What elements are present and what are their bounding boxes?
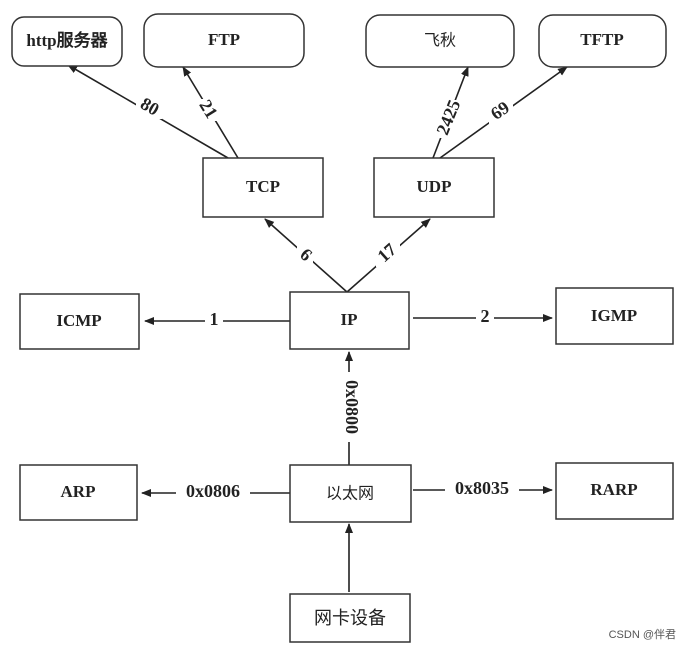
node-igmp: IGMP — [555, 287, 674, 345]
edge-label-80: 80 — [136, 93, 163, 120]
node-nic: 网卡设备 — [289, 593, 411, 643]
svg-text:0x0806: 0x0806 — [186, 481, 240, 501]
edge-label-2: 2 — [476, 306, 494, 328]
svg-text:ARP: ARP — [61, 482, 96, 501]
svg-text:1: 1 — [210, 309, 219, 329]
svg-text:IP: IP — [341, 310, 358, 329]
watermark-text: CSDN @伴君 — [609, 628, 676, 641]
node-udp: UDP — [373, 157, 495, 218]
svg-text:0x0800: 0x0800 — [342, 380, 362, 434]
edge-label-17: 17 — [373, 239, 400, 267]
edge-label-0x8035: 0x8035 — [445, 478, 519, 501]
svg-text:0x8035: 0x8035 — [455, 478, 509, 498]
node-ip: IP — [289, 291, 410, 350]
svg-text:TFTP: TFTP — [580, 30, 623, 49]
node-tftp: TFTP — [538, 14, 667, 68]
svg-text:飞秋: 飞秋 — [424, 31, 456, 50]
edge-label-0x0800: 0x0800 — [339, 372, 362, 442]
svg-text:http服务器: http服务器 — [26, 30, 108, 50]
svg-text:2: 2 — [481, 306, 490, 326]
node-ftp: FTP — [143, 13, 305, 68]
svg-text:ICMP: ICMP — [56, 311, 101, 330]
node-rarp: RARP — [555, 462, 674, 520]
node-http-server: http服务器 — [11, 16, 123, 67]
edge-label-69: 69 — [487, 97, 513, 126]
edge-label-1: 1 — [205, 309, 223, 331]
svg-text:FTP: FTP — [208, 30, 240, 49]
edge-label-21: 21 — [195, 96, 221, 122]
node-feiqiu: 飞秋 — [365, 14, 515, 68]
svg-text:UDP: UDP — [417, 177, 452, 196]
svg-text:网卡设备: 网卡设备 — [314, 608, 386, 629]
edge-label-6: 6 — [296, 244, 316, 266]
node-arp: ARP — [19, 464, 138, 521]
svg-text:IGMP: IGMP — [591, 306, 637, 325]
svg-text:以太网: 以太网 — [326, 484, 374, 503]
svg-text:RARP: RARP — [590, 480, 637, 499]
svg-text:TCP: TCP — [246, 177, 280, 196]
node-icmp: ICMP — [19, 293, 140, 350]
node-ethernet: 以太网 — [289, 464, 412, 523]
edge-label-2425: 2425 — [432, 97, 464, 138]
node-tcp: TCP — [202, 157, 324, 218]
edge-label-0x0806: 0x0806 — [176, 481, 250, 504]
